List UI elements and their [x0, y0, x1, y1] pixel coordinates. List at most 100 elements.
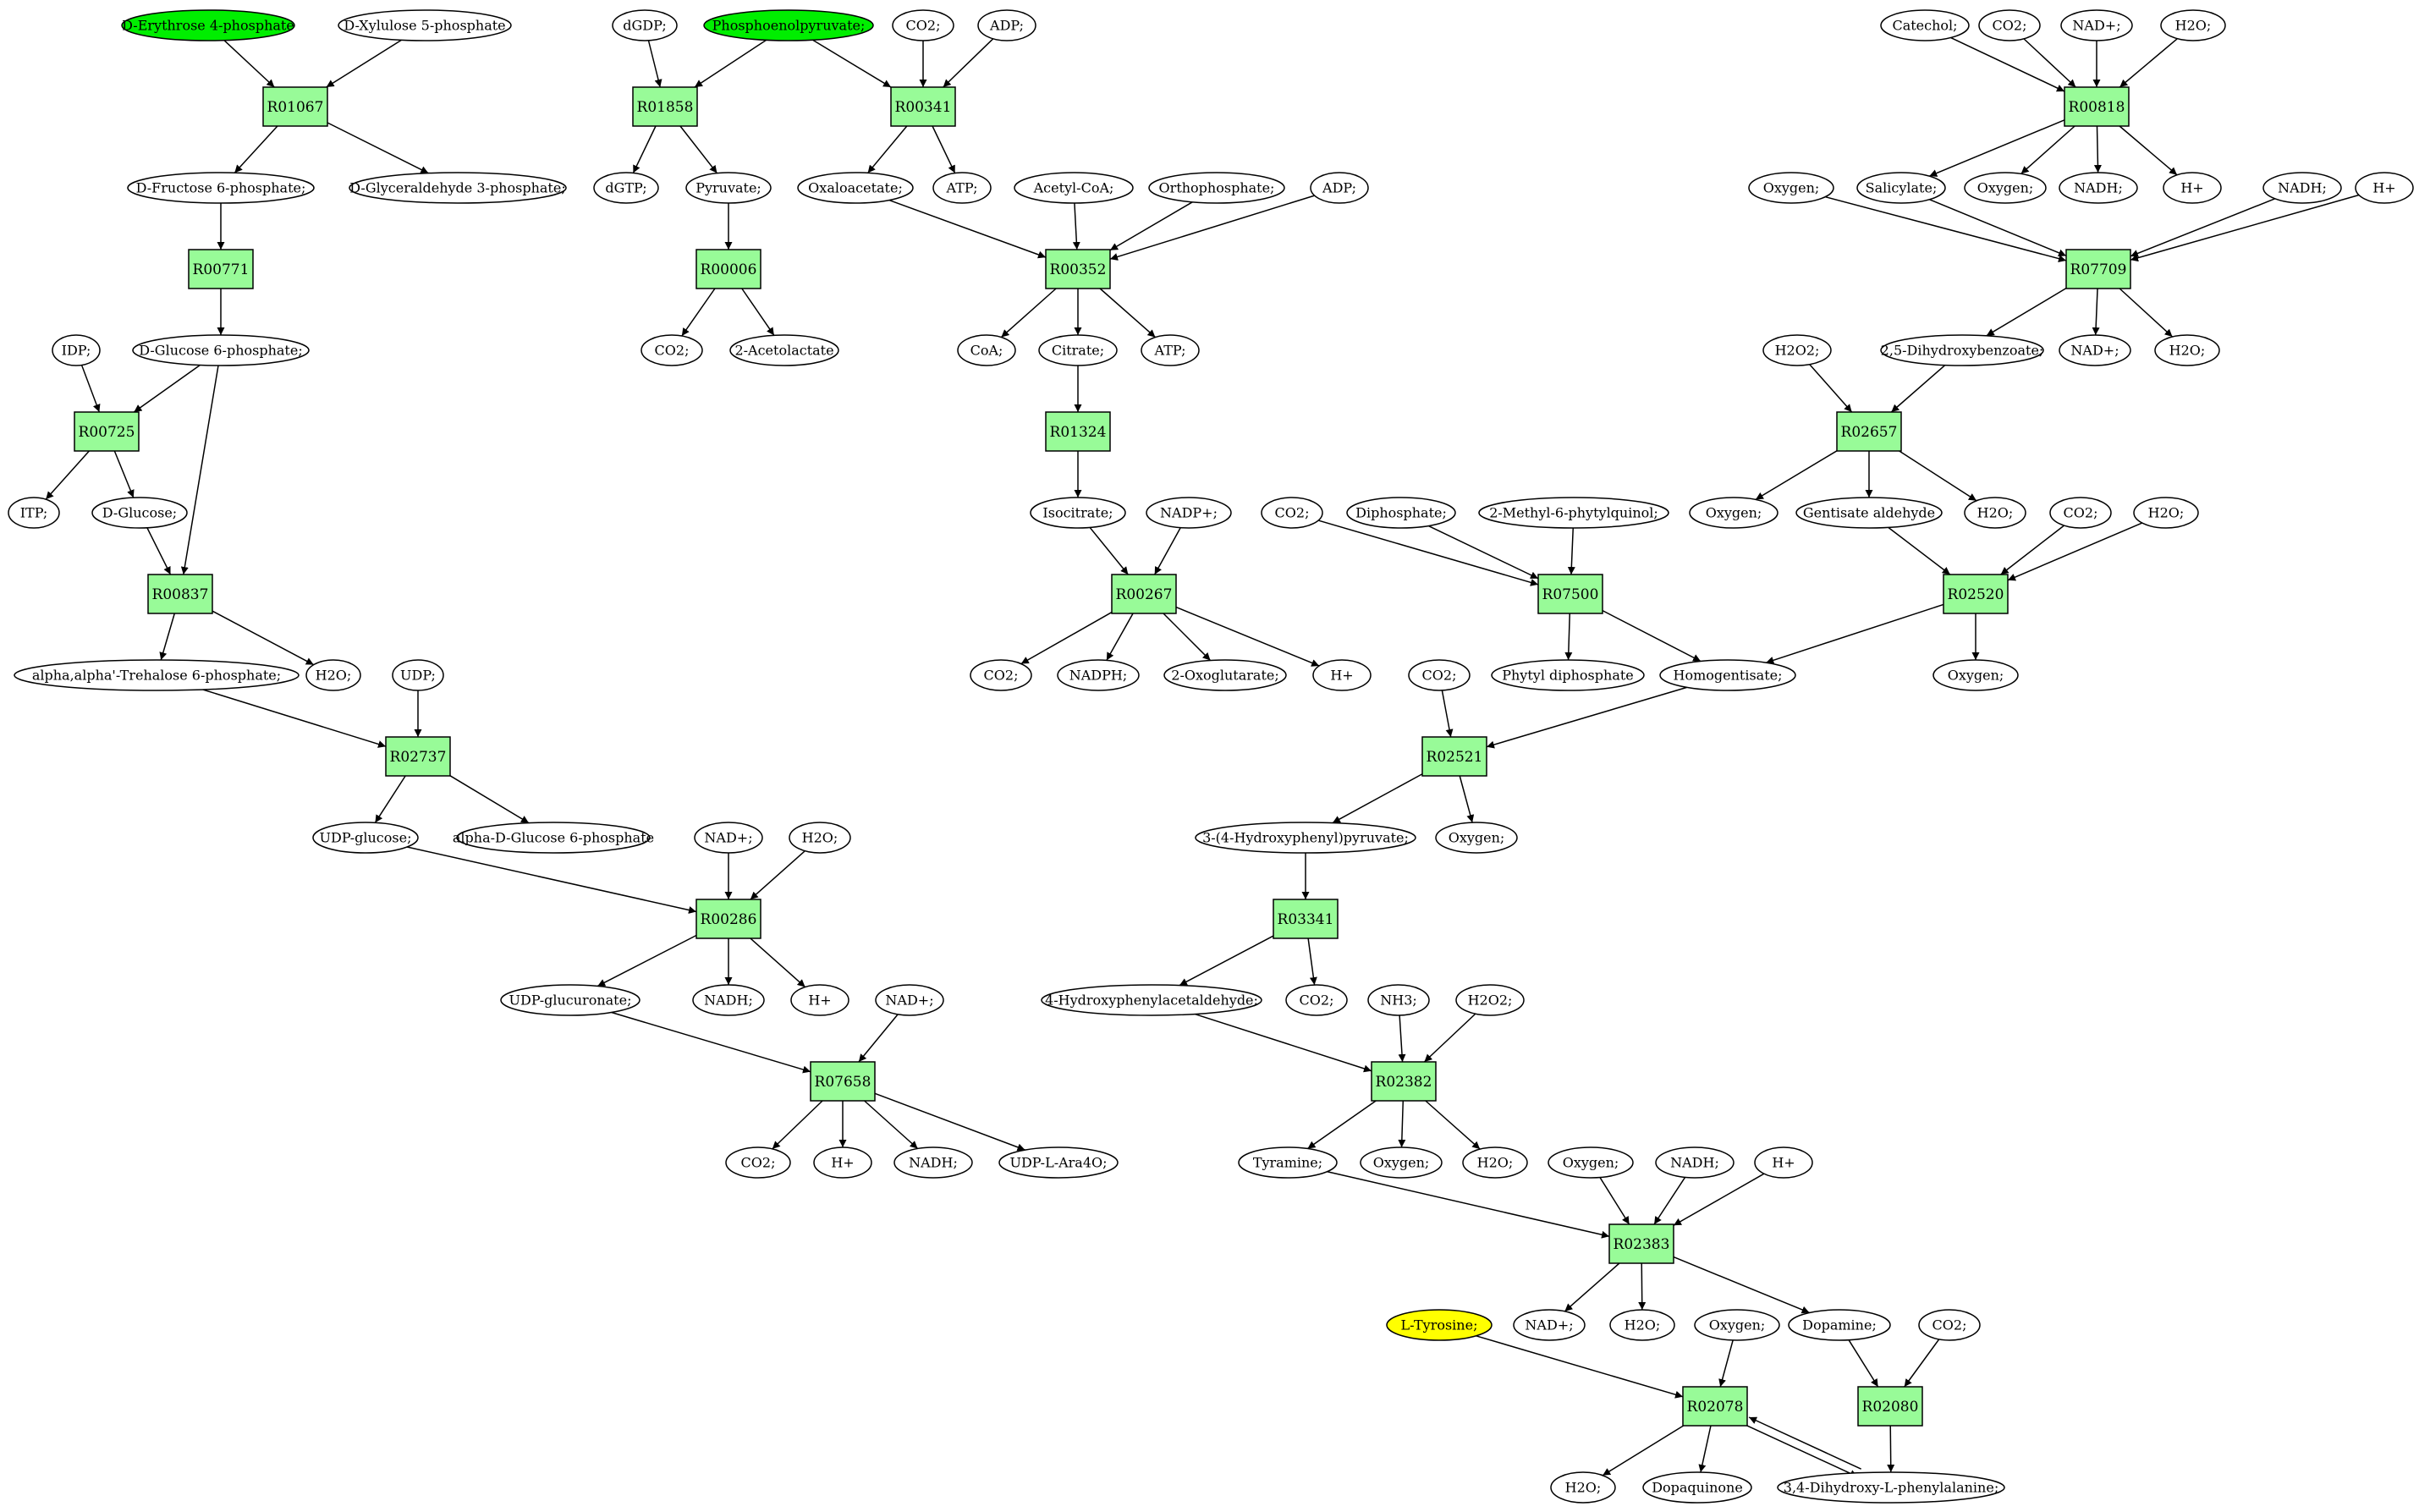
reaction-node[interactable]: R01324: [1045, 411, 1111, 452]
reaction-node[interactable]: R07658: [810, 1061, 876, 1102]
compound-node[interactable]: CO2;: [1408, 659, 1471, 691]
compound-node[interactable]: Oxygen;: [1435, 822, 1518, 854]
reaction-node[interactable]: R00352: [1045, 249, 1111, 289]
compound-node[interactable]: NADH;: [692, 984, 765, 1016]
compound-node[interactable]: H+: [790, 984, 849, 1016]
reaction-node[interactable]: R02657: [1836, 411, 1902, 452]
compound-node[interactable]: UDP;: [392, 659, 444, 691]
compound-node[interactable]: H+: [1312, 659, 1372, 691]
compound-node[interactable]: dGDP;: [612, 9, 678, 41]
compound-node[interactable]: NH3;: [1367, 984, 1430, 1016]
compound-node[interactable]: D-Glucose 6-phosphate;: [132, 334, 310, 366]
reaction-node[interactable]: R00286: [695, 899, 761, 939]
compound-node[interactable]: NAD+;: [875, 984, 944, 1016]
compound-node[interactable]: H2O;: [1550, 1471, 1616, 1504]
reaction-node[interactable]: R01067: [262, 86, 328, 127]
compound-node[interactable]: ITP;: [8, 497, 60, 529]
compound-node[interactable]: D-Xylulose 5-phosphate: [338, 9, 512, 41]
compound-node[interactable]: H2O;: [1609, 1309, 1675, 1341]
reaction-node[interactable]: R07500: [1537, 574, 1603, 614]
compound-node[interactable]: Oxygen;: [1689, 497, 1779, 529]
compound-node[interactable]: UDP-glucuronate;: [500, 984, 640, 1016]
reaction-node[interactable]: R00818: [2064, 86, 2130, 127]
compound-node[interactable]: Phytyl diphosphate: [1491, 659, 1645, 691]
compound-node[interactable]: 2-Methyl-6-phytylquinol;: [1478, 497, 1669, 529]
compound-node[interactable]: NADPH;: [1057, 659, 1140, 691]
compound-node[interactable]: NADH;: [893, 1146, 973, 1179]
compound-node[interactable]: H2O;: [2133, 497, 2199, 529]
compound-node[interactable]: 2-Oxoglutarate;: [1163, 659, 1287, 691]
compound-node[interactable]: NAD+;: [694, 822, 763, 854]
compound-node[interactable]: Oxygen;: [1748, 172, 1834, 204]
compound-node[interactable]: Acetyl-CoA;: [1014, 172, 1134, 204]
compound-node[interactable]: H2O2;: [1455, 984, 1525, 1016]
compound-node[interactable]: Isocitrate;: [1030, 497, 1126, 529]
compound-node[interactable]: NAD+;: [1513, 1309, 1586, 1341]
compound-node[interactable]: Citrate;: [1038, 334, 1118, 366]
compound-node[interactable]: CO2;: [1978, 9, 2041, 41]
reaction-node[interactable]: R00341: [890, 86, 956, 127]
compound-node[interactable]: H2O;: [1462, 1146, 1528, 1179]
compound-node[interactable]: 2-Acetolactate: [729, 334, 839, 366]
compound-node[interactable]: D-Erythrose 4-phosphate: [121, 9, 295, 41]
compound-node[interactable]: CO2;: [1261, 497, 1323, 529]
compound-node[interactable]: Diphosphate;: [1346, 497, 1456, 529]
compound-node[interactable]: Oxygen;: [1548, 1146, 1634, 1179]
compound-node[interactable]: Oxygen;: [1694, 1309, 1780, 1341]
compound-node[interactable]: CO2;: [2049, 497, 2112, 529]
compound-node[interactable]: H2O;: [1964, 497, 2026, 529]
reaction-node[interactable]: R07709: [2065, 249, 2131, 289]
compound-node[interactable]: CO2;: [1285, 984, 1348, 1016]
compound-node[interactable]: D-Glyceraldehyde 3-phosphate;: [349, 172, 567, 204]
compound-node[interactable]: CO2;: [725, 1146, 791, 1179]
compound-node[interactable]: 3-(4-Hydroxyphenyl)pyruvate;: [1195, 822, 1416, 854]
compound-node[interactable]: Gentisate aldehyde: [1795, 497, 1943, 529]
reaction-node[interactable]: R02521: [1421, 736, 1487, 777]
compound-node[interactable]: Dopaquinone: [1642, 1471, 1752, 1504]
compound-node[interactable]: CO2;: [970, 659, 1032, 691]
compound-node[interactable]: L-Tyrosine;: [1386, 1309, 1493, 1341]
compound-node[interactable]: ATP;: [932, 172, 992, 204]
compound-node[interactable]: NAD+;: [2060, 9, 2133, 41]
compound-node[interactable]: D-Fructose 6-phosphate;: [127, 172, 315, 204]
compound-node[interactable]: Homogentisate;: [1659, 659, 1796, 691]
reaction-node[interactable]: R00006: [695, 249, 761, 289]
compound-node[interactable]: Catechol;: [1880, 9, 1970, 41]
reaction-node[interactable]: R01858: [632, 86, 698, 127]
compound-node[interactable]: alpha,alpha'-Trehalose 6-phosphate;: [14, 659, 300, 691]
compound-node[interactable]: Oxygen;: [1360, 1146, 1443, 1179]
compound-node[interactable]: NADP+;: [1146, 497, 1232, 529]
reaction-node[interactable]: R02078: [1682, 1386, 1748, 1427]
compound-node[interactable]: ADP;: [1310, 172, 1369, 204]
reaction-node[interactable]: R02080: [1857, 1386, 1923, 1427]
reaction-node[interactable]: R03341: [1273, 899, 1339, 939]
reaction-node[interactable]: R00771: [188, 249, 254, 289]
compound-node[interactable]: H2O;: [789, 822, 851, 854]
compound-node[interactable]: 2,5-Dihydroxybenzoate;: [1880, 334, 2044, 366]
compound-node[interactable]: Oxygen;: [1932, 659, 2019, 691]
reaction-node[interactable]: R00837: [147, 574, 213, 614]
compound-node[interactable]: ADP;: [977, 9, 1036, 41]
compound-node[interactable]: H+: [813, 1146, 872, 1179]
compound-node[interactable]: ATP;: [1141, 334, 1200, 366]
compound-node[interactable]: CO2;: [1918, 1309, 1981, 1341]
compound-node[interactable]: NADH;: [1655, 1146, 1735, 1179]
compound-node[interactable]: UDP-L-Ara4O;: [998, 1146, 1119, 1179]
reaction-node[interactable]: R02520: [1943, 574, 2009, 614]
compound-node[interactable]: H2O2;: [1762, 334, 1832, 366]
compound-node[interactable]: Oxaloacetate;: [797, 172, 914, 204]
compound-node[interactable]: NAD+;: [2059, 334, 2131, 366]
compound-node[interactable]: H2O;: [305, 659, 361, 691]
compound-node[interactable]: H+: [2355, 172, 2414, 204]
compound-node[interactable]: NADH;: [2059, 172, 2138, 204]
compound-node[interactable]: IDP;: [52, 334, 101, 366]
compound-node[interactable]: dGTP;: [593, 172, 659, 204]
compound-node[interactable]: Salicylate;: [1856, 172, 1946, 204]
compound-node[interactable]: Tyramine;: [1238, 1146, 1338, 1179]
reaction-node[interactable]: R00725: [74, 411, 140, 452]
compound-node[interactable]: Orthophosphate;: [1148, 172, 1285, 204]
compound-node[interactable]: NADH;: [2262, 172, 2342, 204]
compound-node[interactable]: Pyruvate;: [685, 172, 772, 204]
compound-node[interactable]: H+: [1754, 1146, 1813, 1179]
reaction-node[interactable]: R02737: [385, 736, 451, 777]
